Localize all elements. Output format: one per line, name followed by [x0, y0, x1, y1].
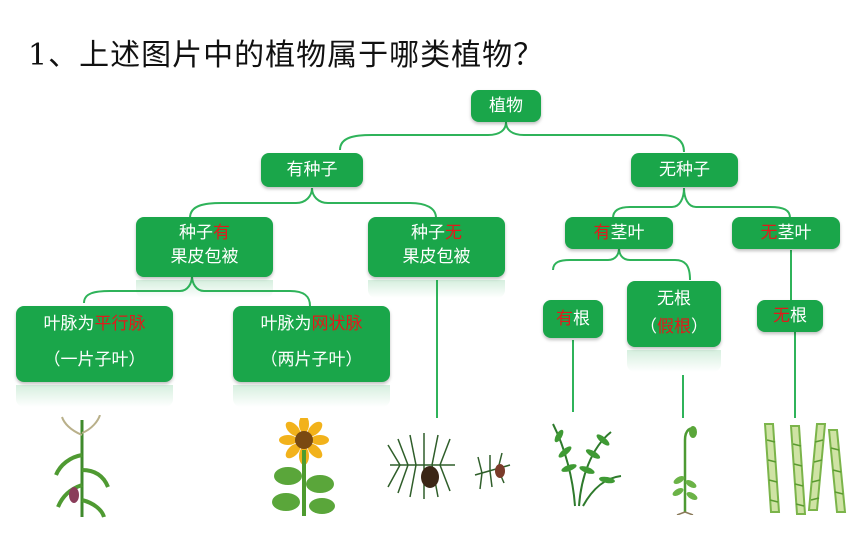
pine-icon — [387, 433, 511, 499]
reflection — [233, 385, 390, 407]
node-has-seeds: 有种子 — [261, 153, 363, 187]
node-parallel-veins: 叶脉为平行脉 （一片子叶） — [16, 306, 173, 382]
reflection — [136, 280, 273, 298]
node-no-root-rhizoid: 无根 （假根） — [627, 281, 721, 347]
moss-icon — [672, 426, 698, 515]
reflection — [368, 280, 505, 298]
node-gymnosperm: 种子无 果皮包被 — [368, 217, 505, 277]
node-no-stem-leaf: 无茎叶 — [732, 217, 840, 249]
node-no-seeds: 无种子 — [631, 153, 738, 187]
node-has-stem-leaf: 有茎叶 — [565, 217, 673, 249]
corn-icon — [54, 415, 110, 518]
node-plants: 植物 — [471, 90, 541, 122]
reflection — [16, 385, 173, 407]
reflection — [627, 350, 721, 372]
node-angiosperm: 种子有 果皮包被 — [136, 217, 273, 277]
node-net-veins: 叶脉为网状脉 （两片子叶） — [233, 306, 390, 382]
question-title: 1、上述图片中的植物属于哪类植物？ — [28, 38, 545, 73]
algae-icon — [763, 423, 847, 515]
sunflower-icon — [272, 418, 335, 516]
fern-icon — [552, 423, 622, 507]
node-algae-no-root: 无根 — [757, 300, 823, 332]
node-has-root: 有根 — [543, 300, 603, 338]
